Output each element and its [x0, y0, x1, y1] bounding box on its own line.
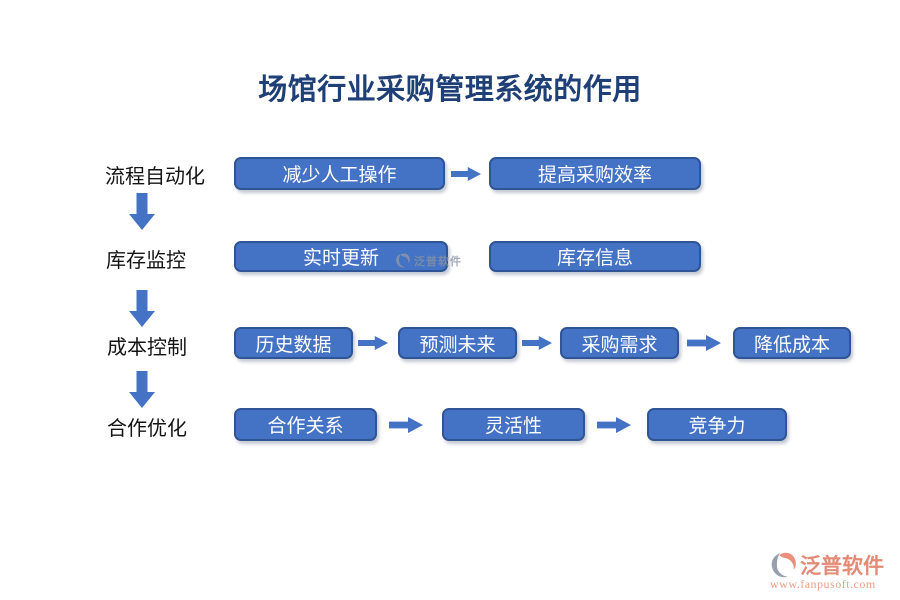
row-label-cooperation-optimization: 合作优化 — [107, 418, 187, 440]
flow-box-competitiveness: 竞争力 — [647, 408, 787, 441]
flow-box-cooperation-relationship: 合作关系 — [234, 408, 377, 441]
diagram-title: 场馆行业采购管理系统的作用 — [258, 74, 642, 106]
flow-box-realtime-update: 实时更新 — [234, 241, 448, 272]
fanpu-logo-icon — [396, 253, 410, 268]
flow-box-procurement-demand: 采购需求 — [560, 327, 679, 359]
fanpu-logo-icon — [771, 552, 796, 578]
down-arrow-icon — [129, 193, 155, 230]
flow-box-improve-procurement-efficiency: 提高采购效率 — [489, 157, 701, 190]
right-arrow-icon — [597, 417, 631, 433]
flow-box-inventory-info: 库存信息 — [489, 241, 701, 272]
right-arrow-icon — [389, 417, 423, 433]
flow-box-historical-data: 历史数据 — [234, 327, 353, 359]
corner-watermark: 泛普软件 www.fanpusoft.com — [768, 550, 896, 592]
flow-box-reduce-cost: 降低成本 — [733, 327, 851, 359]
row-label-inventory-monitoring: 库存监控 — [106, 250, 186, 272]
watermark-brand: 泛普软件 — [800, 554, 884, 578]
down-arrow-icon — [129, 371, 155, 408]
flow-box-flexibility: 灵活性 — [442, 408, 585, 441]
down-arrow-icon — [129, 290, 155, 327]
flow-box-predict-future: 预测未来 — [398, 327, 517, 359]
watermark-brand: 泛普软件 — [414, 255, 462, 268]
center-watermark: 泛普软件 — [394, 252, 462, 269]
watermark-url: www.fanpusoft.com — [770, 577, 876, 591]
flow-box-reduce-manual-operations: 减少人工操作 — [234, 157, 445, 190]
right-arrow-icon — [358, 335, 388, 351]
row-label-cost-control: 成本控制 — [107, 337, 187, 359]
right-arrow-icon — [687, 335, 721, 351]
right-arrow-icon — [522, 335, 552, 351]
row-label-process-automation: 流程自动化 — [105, 166, 205, 188]
right-arrow-icon — [451, 166, 481, 182]
